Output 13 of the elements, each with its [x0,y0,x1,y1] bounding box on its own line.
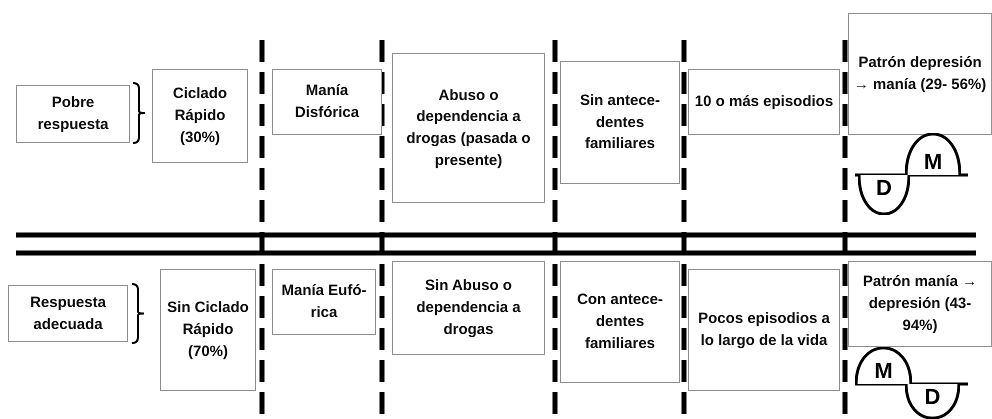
text-box: Sin Ciclado Rápido (70%) [160,269,256,391]
text-box: Con antece- dentes familiares [560,261,680,383]
text-box: 10 o más episodios [688,69,840,135]
text-box: Manía Eufó-rica [272,269,376,335]
text-box: Pocos episodios a lo largo de la vida [688,269,840,391]
text-box: Pobre respuesta [16,85,130,143]
text-box: Patrón depresión → manía (29- 56%) [848,13,992,135]
text-box: Ciclado Rápido (30%) [152,69,248,163]
text-box: Manía Disfórica [272,69,382,135]
text-box: Respuesta adecuada [8,285,128,342]
text-box: Sin antece- dentes familiares [560,61,680,184]
text-box: Sin Abuso o dependencia a drogas [392,261,545,355]
text-box: Abuso o dependencia a drogas (pasada o presente) [392,53,545,203]
